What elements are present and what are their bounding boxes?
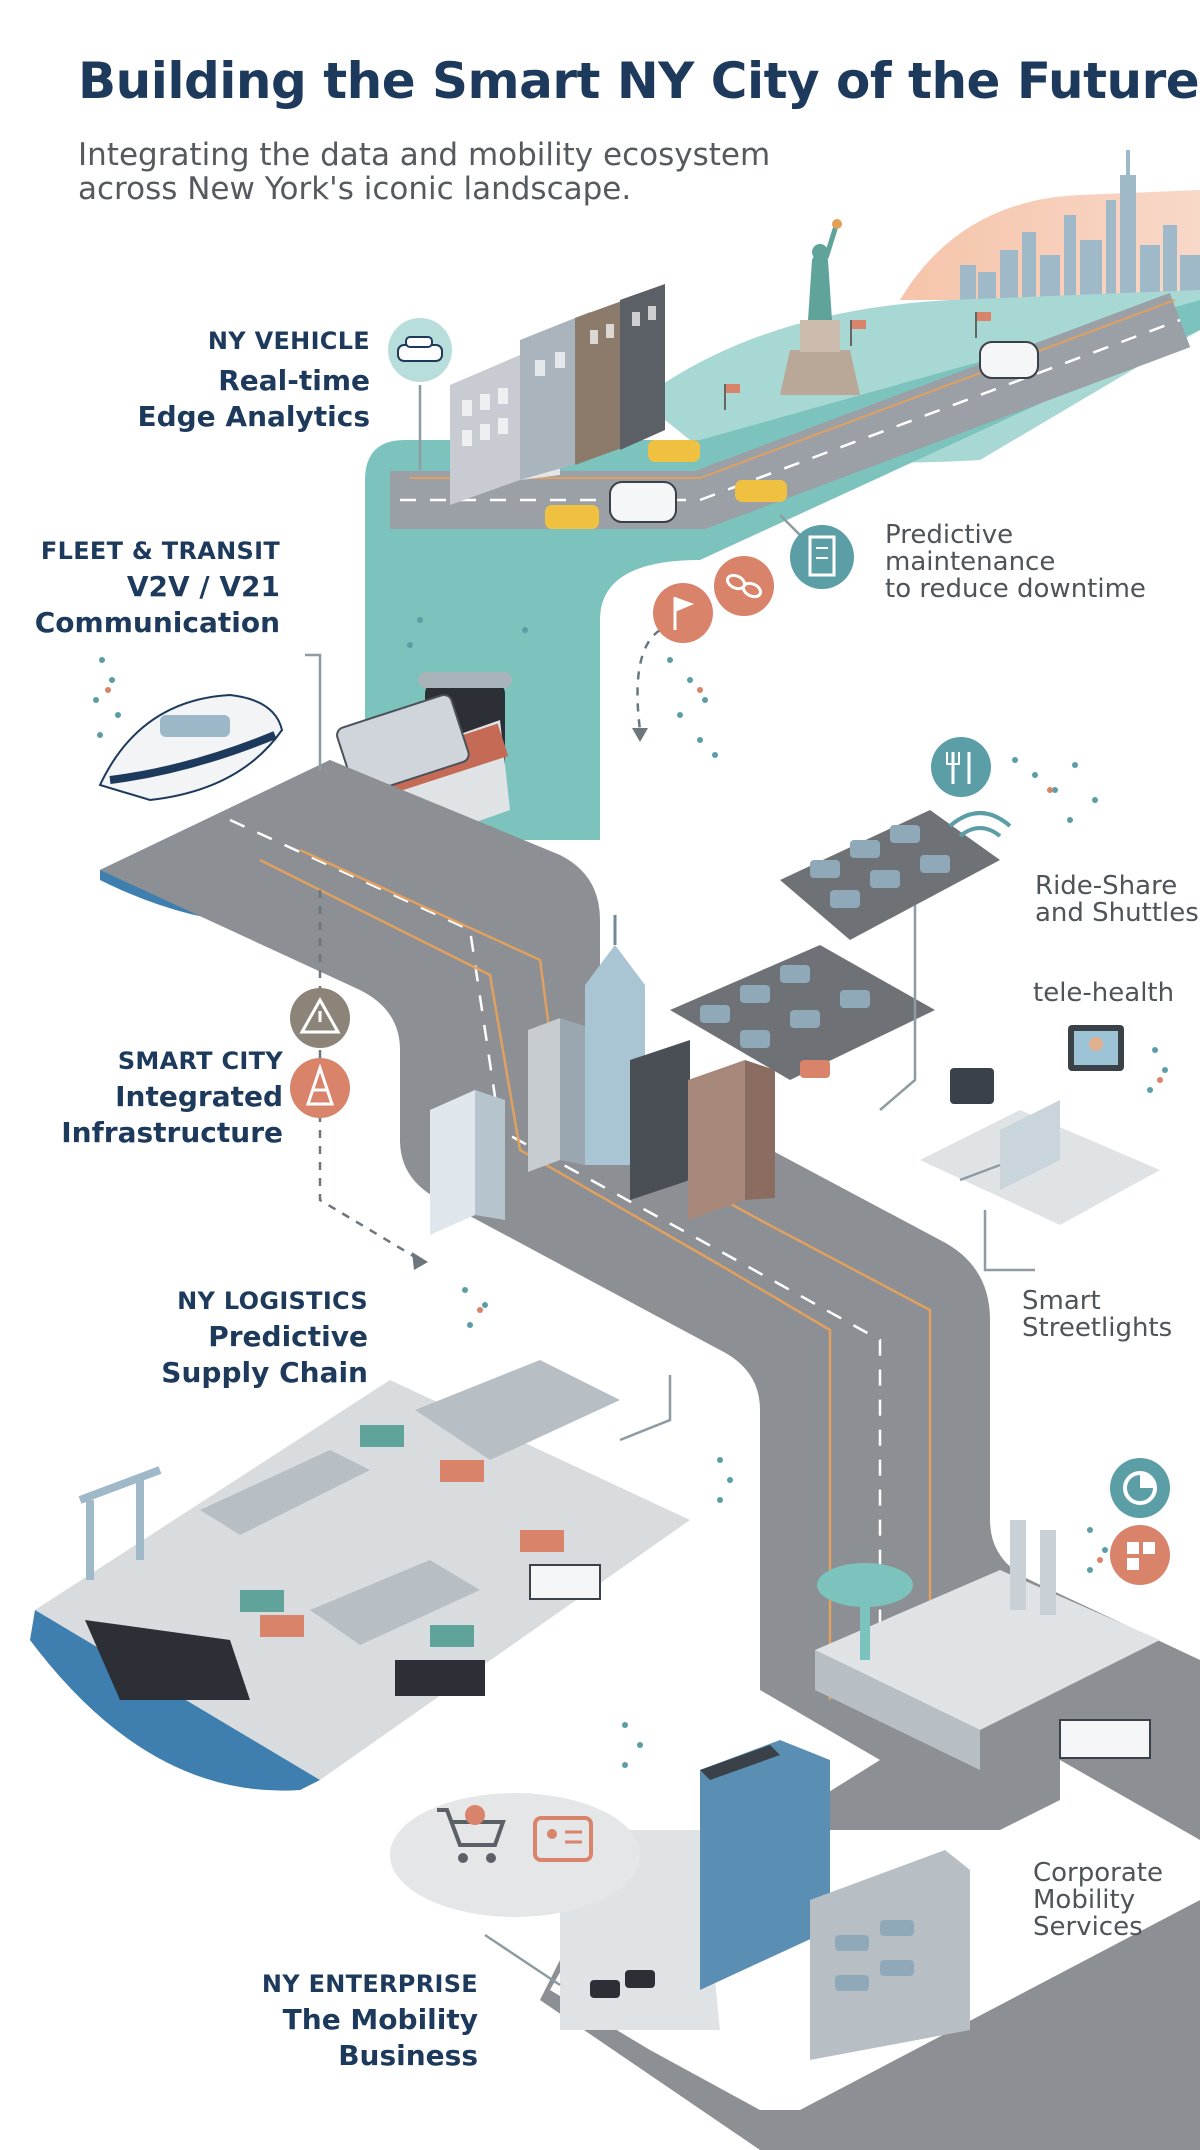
brownstone-buildings — [450, 284, 665, 505]
callout-line: and Shuttles — [1035, 898, 1199, 928]
section-line: Edge Analytics — [137, 400, 370, 433]
callout-line: to reduce downtime — [885, 574, 1146, 604]
midtown-buildings — [430, 915, 775, 1235]
pie-chart-icon — [1110, 1458, 1170, 1518]
section-smart-city: SMART CITY Integrated Infrastructure — [61, 1047, 283, 1151]
section-line: V2V / V21 — [126, 570, 280, 603]
ferry — [98, 693, 284, 802]
shopping-cart-icon — [437, 1805, 506, 1863]
page-subtitle: Integrating the data and mobility ecosys… — [78, 138, 838, 206]
statue-of-liberty-icon — [780, 219, 860, 395]
section-ny-vehicle: NY VEHICLE Real-time Edge Analytics — [137, 327, 370, 435]
parking-lot-mid — [670, 945, 935, 1080]
callout-predictive-maintenance: Predictive maintenance to reduce downtim… — [885, 522, 1146, 603]
section-kicker: SMART CITY — [117, 1047, 283, 1075]
section-line: Communication — [34, 606, 280, 639]
warning-icon — [290, 988, 350, 1048]
subtitle-line-1: Integrating the data and mobility ecosys… — [78, 137, 771, 173]
restaurant-icon — [931, 737, 991, 797]
callout-smart-streetlights: Smart Streetlights — [1022, 1288, 1172, 1342]
section-kicker: NY ENTERPRISE — [261, 1970, 478, 1998]
subtitle-line-2: across New York's iconic landscape. — [78, 171, 632, 207]
callout-line: maintenance — [885, 547, 1056, 577]
section-kicker: NY LOGISTICS — [177, 1287, 368, 1315]
enterprise-tower — [560, 1740, 970, 2060]
callout-ride-share: Ride-Share and Shuttles — [1035, 873, 1199, 927]
section-line: Infrastructure — [61, 1116, 283, 1149]
car-icon — [388, 318, 452, 382]
retail-platform — [390, 1793, 640, 1917]
factory — [815, 1520, 1160, 1770]
section-ny-logistics: NY LOGISTICS Predictive Supply Chain — [161, 1287, 368, 1391]
section-fleet-transit: FLEET & TRANSIT V2V / V21 Communication — [35, 537, 280, 641]
section-kicker: NY VEHICLE — [207, 327, 370, 355]
parking-lot-top — [780, 810, 1000, 940]
wifi-icon — [948, 811, 1012, 838]
accessibility-card-icon — [533, 1816, 593, 1862]
section-line: Integrated — [115, 1080, 283, 1113]
section-line: Supply Chain — [161, 1356, 368, 1389]
building-icon — [790, 525, 854, 589]
traffic-cone-icon — [290, 1058, 350, 1118]
callout-line: tele-health — [1033, 978, 1175, 1008]
callout-line: Corporate — [1033, 1858, 1163, 1888]
callout-tele-health: tele-health — [1033, 980, 1174, 1007]
callout-corporate-mobility: Corporate Mobility Services — [1033, 1860, 1163, 1941]
section-line: Business — [338, 2039, 478, 2072]
callout-line: Predictive — [885, 520, 1014, 550]
callout-line: Mobility — [1033, 1885, 1136, 1915]
callout-line: Services — [1033, 1912, 1143, 1942]
connector-lines — [305, 385, 1035, 1987]
skyline — [900, 150, 1200, 305]
flag-icon — [653, 583, 713, 643]
section-line: Predictive — [208, 1320, 368, 1353]
callout-line: Ride-Share — [1035, 871, 1178, 901]
link-icon — [714, 556, 774, 616]
taxis-top — [545, 341, 1039, 529]
section-line: Real-time — [218, 364, 370, 397]
callout-line: Streetlights — [1022, 1313, 1173, 1343]
section-kicker: FLEET & TRANSIT — [40, 537, 280, 565]
grid-icon — [1110, 1525, 1170, 1585]
logistics-hub — [30, 1360, 690, 1791]
section-line: The Mobility — [282, 2003, 478, 2036]
section-ny-enterprise: NY ENTERPRISE The Mobility Business — [262, 1970, 478, 2074]
data-dots — [93, 617, 1168, 1768]
telehealth-clinic — [920, 1025, 1160, 1225]
page-title: Building the Smart NY City of the Future — [78, 52, 1200, 110]
callout-line: Smart — [1022, 1286, 1101, 1316]
